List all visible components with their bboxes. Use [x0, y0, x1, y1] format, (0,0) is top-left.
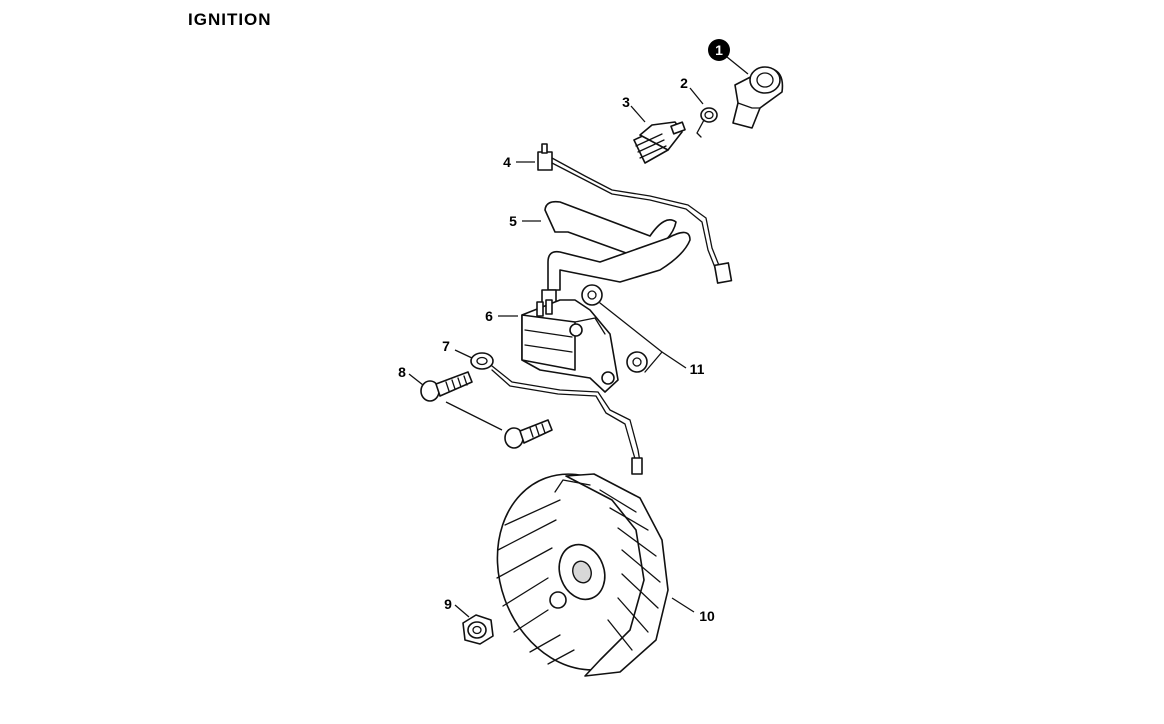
- leader-8: [408, 373, 424, 386]
- leader-3: [630, 105, 646, 123]
- leader-10: [671, 597, 695, 613]
- diagram-title: IGNITION: [188, 10, 272, 29]
- spring[interactable]: [696, 107, 718, 138]
- spark-plug-boot[interactable]: [732, 66, 784, 129]
- screw[interactable]: [420, 371, 553, 449]
- callout-8[interactable]: 8: [398, 364, 406, 380]
- leader-1: [726, 56, 749, 75]
- callout-9[interactable]: 9: [444, 596, 452, 612]
- ignition-module[interactable]: [521, 299, 619, 393]
- callout-2[interactable]: 2: [680, 75, 688, 91]
- spark-plug[interactable]: [633, 121, 686, 164]
- callout-4[interactable]: 4: [503, 154, 511, 170]
- callout-11[interactable]: 11: [690, 361, 705, 377]
- callout-1[interactable]: 1: [708, 39, 730, 61]
- flywheel[interactable]: [471, 451, 690, 694]
- leader-9: [454, 604, 470, 618]
- callout-10[interactable]: 10: [699, 608, 715, 624]
- spacer[interactable]: [581, 284, 663, 373]
- leader-2: [689, 87, 704, 105]
- ground-wire[interactable]: [470, 352, 643, 475]
- stop-wire[interactable]: [537, 143, 733, 284]
- hv-lead[interactable]: [541, 200, 691, 311]
- leader-11: [661, 351, 687, 369]
- callout-6[interactable]: 6: [485, 308, 493, 324]
- callout-1-label: 1: [715, 42, 723, 58]
- nut[interactable]: [462, 614, 494, 645]
- leader-7: [454, 349, 473, 359]
- callout-3[interactable]: 3: [622, 94, 630, 110]
- callout-5[interactable]: 5: [509, 213, 517, 229]
- callout-7[interactable]: 7: [442, 338, 450, 354]
